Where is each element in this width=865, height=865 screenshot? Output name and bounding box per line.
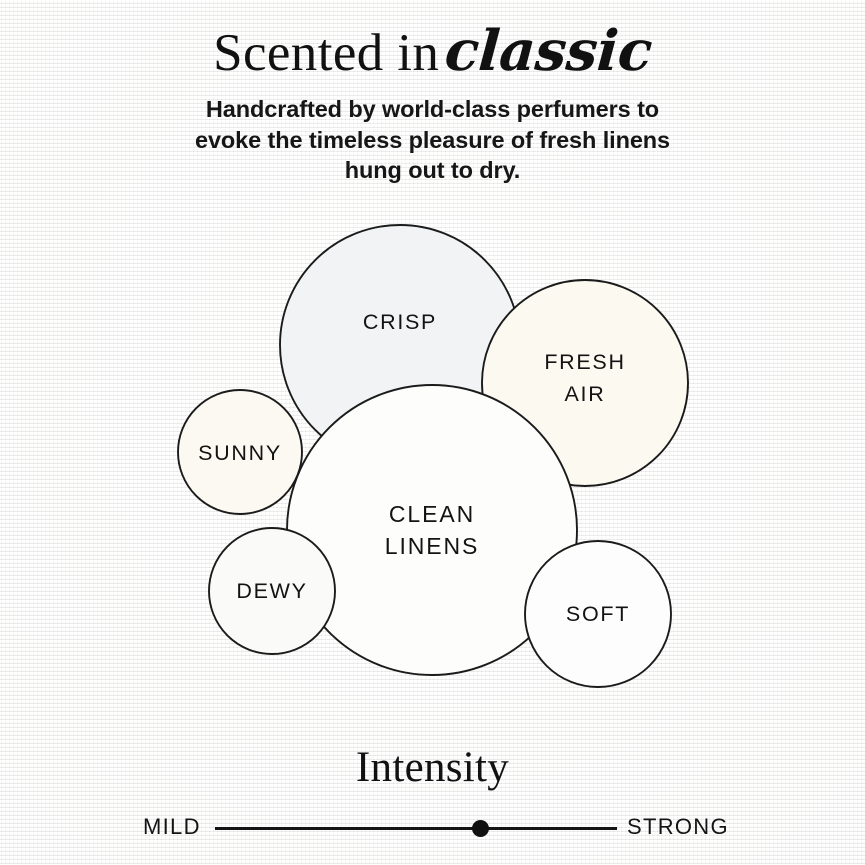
bubble-dewy[interactable] (208, 527, 336, 655)
bubble-soft[interactable] (524, 540, 672, 688)
bubble-label-sunny: SUNNY (198, 441, 282, 465)
bubble-sunny[interactable] (177, 389, 303, 515)
subtitle-line-1: Handcrafted by world-class perfumers to (205, 96, 660, 123)
intensity-section: Intensity (0, 746, 865, 789)
page-title-main: Scented in (213, 24, 440, 82)
bubble-label-crisp: CRISP (363, 310, 437, 334)
intensity-marker-dot[interactable] (471, 820, 489, 837)
bubble-label-dewy: DEWY (236, 579, 307, 603)
page-title: Scented inclassic (0, 0, 865, 84)
subtitle: Handcrafted by world-class perfumers to … (0, 81, 865, 186)
intensity-title: Intensity (355, 744, 510, 791)
header: Scented inclassic Handcrafted by world-c… (0, 0, 865, 210)
subtitle-line-2: evoke the timeless pleasure of fresh lin… (194, 126, 671, 153)
intensity-track[interactable] (215, 827, 617, 830)
intensity-min-label: MILD (143, 814, 201, 839)
intensity-slider[interactable]: MILD STRONG (0, 806, 865, 854)
subtitle-line-3: hung out to dry. (344, 157, 521, 184)
bubble-label-soft: SOFT (566, 602, 630, 626)
intensity-max-label: STRONG (627, 814, 729, 839)
